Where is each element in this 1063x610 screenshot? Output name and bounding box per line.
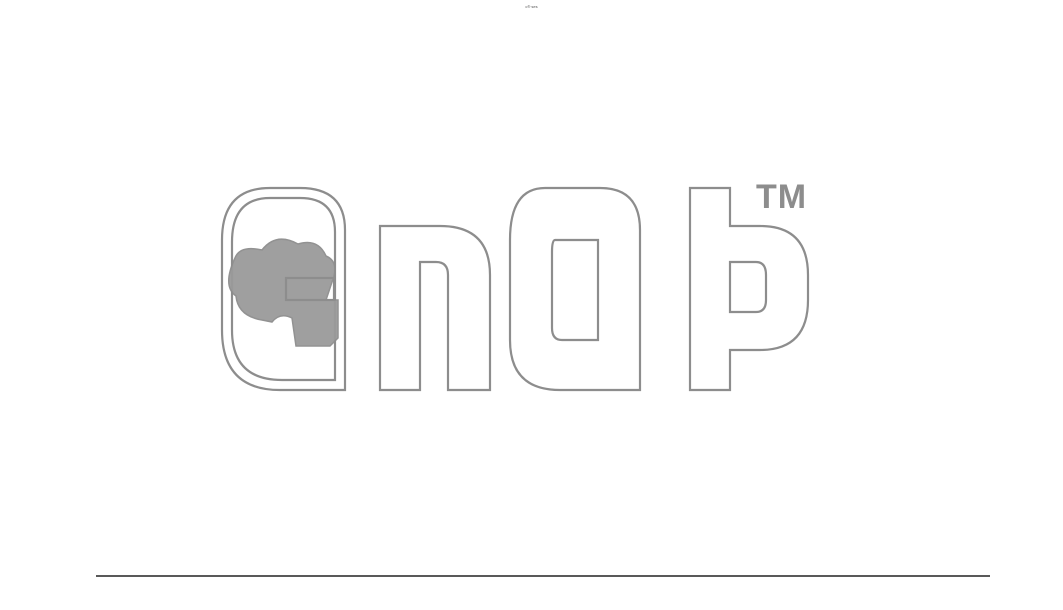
watermark-logo (220, 186, 810, 392)
header-caption: c® ses (525, 4, 538, 9)
trademark-mark: TM (756, 178, 808, 216)
